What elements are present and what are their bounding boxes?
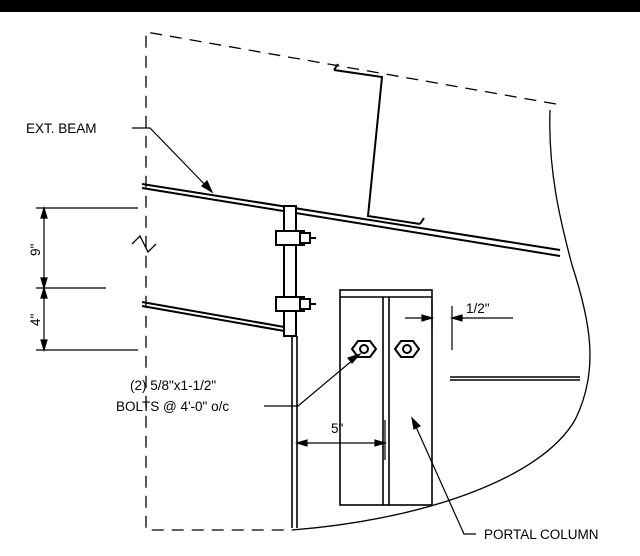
vertical-dimensions xyxy=(36,205,138,353)
boundary-curve xyxy=(291,109,591,531)
ext-beam-label: EXT. BEAM xyxy=(26,121,97,136)
portal-column-outline xyxy=(339,289,433,506)
bolts-label-line2: BOLTS @ 4'-0" o/c xyxy=(116,399,229,414)
dim-4-label: 4" xyxy=(28,313,43,326)
ext-beam-leader xyxy=(132,127,214,194)
arrow-4-top xyxy=(40,285,48,299)
five-arrow-right xyxy=(374,439,388,447)
ext-beam xyxy=(131,183,561,333)
portal-column-label: PORTAL COLUMN xyxy=(484,527,599,542)
bolt-nut-lower xyxy=(299,298,311,310)
z-purlin-lip-top xyxy=(333,63,339,71)
break-line xyxy=(131,234,157,254)
bolts-label-line1: (2) 5/8"x1-1/2" xyxy=(130,378,216,393)
bolts-leader-arrow xyxy=(346,352,362,364)
bolts-leader xyxy=(264,352,362,407)
five-inch-dimension xyxy=(294,420,388,460)
boundary-dashed-line xyxy=(145,31,557,531)
beam-top-flange-inner xyxy=(141,187,561,257)
beam-bottom-flange-inner xyxy=(141,305,291,333)
portal-column-leader-line xyxy=(411,417,476,535)
detail-boundary xyxy=(145,31,591,531)
z-purlin-lip-bottom xyxy=(419,217,425,225)
top-border-bar xyxy=(0,0,640,12)
arrow-9-top xyxy=(40,205,48,219)
arrow-9-bottom xyxy=(40,277,48,291)
z-purlin xyxy=(333,63,425,225)
half-arrow-right xyxy=(449,314,463,322)
portal-column-leader-arrow xyxy=(411,416,422,430)
column-bolt-right-shank xyxy=(402,344,412,354)
end-plate-body xyxy=(283,205,297,337)
bolt-nut-upper xyxy=(299,232,311,244)
beam-bottom-flange xyxy=(141,301,291,329)
column-bolt-left-shank xyxy=(359,344,369,354)
beam-top-flange xyxy=(141,183,561,251)
end-plate-bolts xyxy=(275,230,316,312)
half-arrow-left xyxy=(421,314,435,322)
wall-lines xyxy=(291,336,580,528)
column-bolts xyxy=(350,340,421,358)
dim-9-label: 9" xyxy=(28,243,43,256)
portal-column-leader xyxy=(411,416,476,535)
bolts-leader-line xyxy=(264,353,361,407)
dim-half-label: 1/2" xyxy=(466,301,490,316)
half-inch-dimension xyxy=(405,300,513,350)
dim-5-label: 5" xyxy=(331,421,344,436)
five-arrow-left xyxy=(294,439,308,447)
arrow-4-bottom xyxy=(40,339,48,353)
ext-beam-leader-line xyxy=(132,127,213,193)
portal-column xyxy=(339,289,433,506)
z-purlin-web xyxy=(333,69,421,225)
ext-beam-leader-arrow xyxy=(201,179,214,194)
end-plate xyxy=(283,205,297,337)
